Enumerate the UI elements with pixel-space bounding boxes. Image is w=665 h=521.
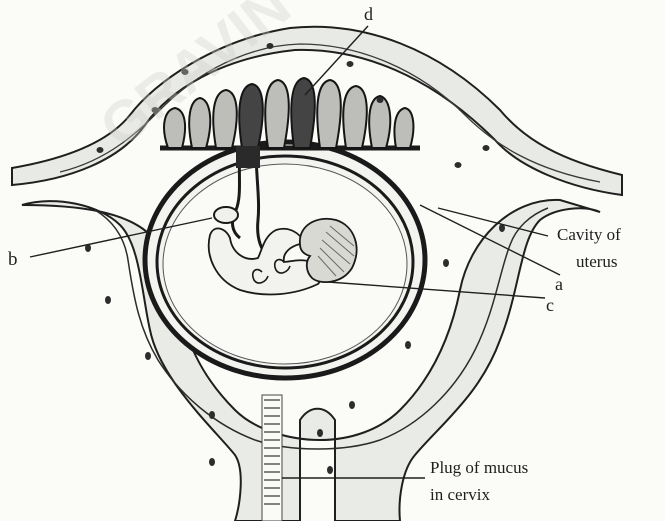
label-cavity-of-uterus-line2: uterus bbox=[576, 252, 618, 271]
label-a: a bbox=[555, 274, 563, 294]
cord-block bbox=[236, 146, 260, 168]
yolk-sac bbox=[214, 207, 238, 223]
label-d: d bbox=[364, 4, 373, 24]
mucus-plug bbox=[262, 395, 282, 521]
label-plug-of-mucus-line2: in cervix bbox=[430, 485, 490, 504]
label-c: c bbox=[546, 295, 554, 315]
label-b: b bbox=[8, 249, 18, 270]
label-cavity-of-uterus-line1: Cavity of bbox=[557, 225, 621, 244]
label-plug-of-mucus-line1: Plug of mucus bbox=[430, 458, 528, 477]
